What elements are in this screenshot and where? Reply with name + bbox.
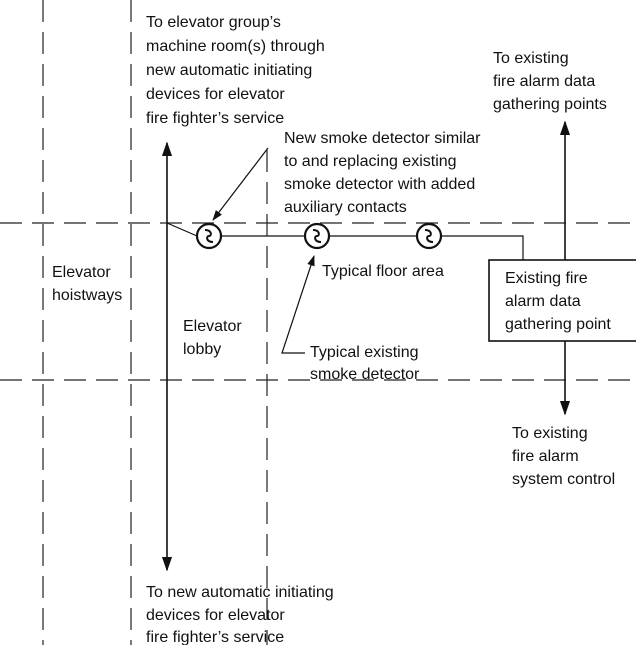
data-gathering-point-box bbox=[488, 259, 636, 342]
leader-new-detector bbox=[212, 147, 269, 221]
label-top-right: To existing fire alarm data gathering po… bbox=[493, 50, 607, 113]
label-floor-area: Typical floor area bbox=[322, 263, 444, 280]
label-data-point-box: Existing fire alarm data gathering point bbox=[505, 270, 611, 333]
label-existing-detector: Typical existing smoke detector bbox=[310, 344, 423, 383]
existing-smoke-detector-2 bbox=[415, 222, 443, 250]
label-lobby: Elevator lobby bbox=[183, 318, 246, 358]
wire-riser-to-detector bbox=[166, 222, 198, 237]
label-new-detector: New smoke detector similar to and replac… bbox=[284, 130, 485, 216]
label-bottom: To new automatic initiating devices for … bbox=[146, 584, 338, 645]
label-hoistways: Elevator hoistways bbox=[52, 264, 122, 304]
existing-smoke-detector bbox=[303, 222, 331, 250]
wire-to-data-point bbox=[442, 235, 524, 260]
leader-existing-detector bbox=[281, 254, 315, 354]
label-system-control: To existing fire alarm system control bbox=[512, 425, 615, 488]
new-smoke-detector bbox=[195, 222, 223, 250]
label-top-left: To elevator group’s machine room(s) thro… bbox=[146, 14, 329, 127]
